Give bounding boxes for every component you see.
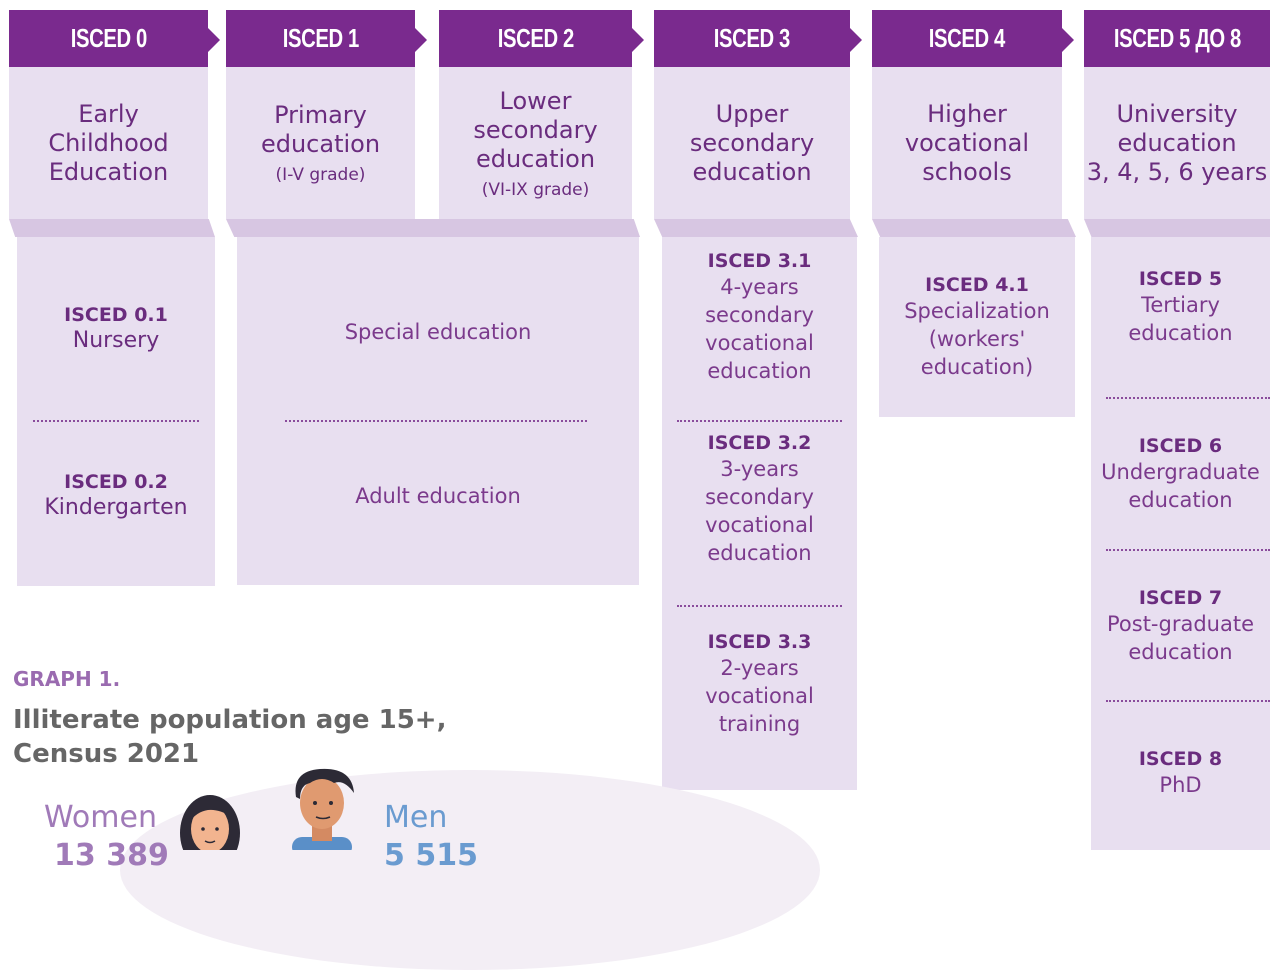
- panel-isced-4: ISCED 4.1 Specialization (workers' educa…: [879, 237, 1075, 417]
- special-education: Special education: [237, 237, 639, 427]
- level-title: Primary education: [260, 101, 381, 158]
- sub-level-desc: 3-years secondary vocational education: [705, 457, 814, 565]
- header-isced-5-8: ISCED 5 ДО 8: [1084, 10, 1270, 67]
- sub-level-code: ISCED 8: [1138, 748, 1223, 770]
- level-card-isced-1: Primary education (I-V grade): [226, 67, 415, 219]
- sub-level-code: ISCED 6: [1138, 435, 1223, 457]
- adult-education-label: Adult education: [355, 484, 521, 508]
- level-card-isced-5-8: University education 3, 4, 5, 6 years: [1084, 67, 1270, 219]
- divider: [1106, 700, 1270, 702]
- level-card-isced-2: Lower secondary education (VI-IX grade): [439, 67, 632, 219]
- sub-level-5: ISCED 5 Tertiary education: [1091, 267, 1270, 367]
- graph-title: Illiterate population age 15+, Census 20…: [13, 705, 447, 769]
- header-isced-1: ISCED 1: [226, 10, 415, 67]
- level-title: Higher vocational schools: [904, 99, 1030, 186]
- men-value: 5 515: [384, 838, 478, 873]
- sub-level-4-1: ISCED 4.1 Specialization (workers' educa…: [879, 237, 1075, 417]
- header-isced-4: ISCED 4: [872, 10, 1062, 67]
- band-isced-3: [654, 219, 858, 237]
- sub-level-desc: Specialization (workers' education): [904, 299, 1050, 379]
- arrow-icon: [850, 28, 862, 52]
- sub-level-code: ISCED 3.1: [707, 250, 812, 272]
- divider: [1106, 397, 1270, 399]
- arrow-icon: [1062, 28, 1074, 52]
- man-avatar-icon: [292, 768, 354, 850]
- band-isced-0: [9, 219, 215, 237]
- sub-level-3-3: ISCED 3.3 2-years vocational training: [662, 630, 857, 770]
- sub-level-code: ISCED 7: [1138, 587, 1223, 609]
- divider: [677, 605, 842, 607]
- sub-level-kindergarten: ISCED 0.2 Kindergarten: [17, 422, 215, 570]
- level-title: Lower secondary education: [473, 86, 598, 173]
- graph-label: GRAPH 1.: [13, 667, 121, 691]
- sub-level-desc: Kindergarten: [44, 495, 188, 520]
- panel-isced-3: ISCED 3.1 4-years secondary vocational e…: [662, 237, 857, 790]
- band-isced-5-8: [1084, 219, 1270, 237]
- divider: [285, 420, 587, 422]
- men-label: Men: [384, 800, 448, 835]
- level-title: University education 3, 4, 5, 6 years: [1086, 99, 1268, 186]
- level-card-isced-4: Higher vocational schools: [872, 67, 1062, 219]
- woman-avatar-icon: [180, 795, 240, 850]
- band-isced-1-2: [226, 219, 640, 237]
- sub-level-code: ISCED 0.2: [64, 471, 168, 493]
- sub-level-code: ISCED 0.1: [64, 303, 168, 326]
- header-isced-2: ISCED 2: [439, 10, 632, 67]
- level-subtitle: (VI-IX grade): [481, 179, 590, 200]
- sub-level-code: ISCED 4.1: [925, 274, 1029, 296]
- arrow-icon: [208, 28, 220, 52]
- sub-level-desc: 4-years secondary vocational education: [705, 275, 814, 383]
- sub-level-nursery: ISCED 0.1 Nursery: [17, 237, 215, 420]
- sub-level-desc: Undergraduate education: [1101, 460, 1260, 512]
- header-isced-3: ISCED 3: [654, 10, 850, 67]
- divider: [1106, 549, 1270, 551]
- women-value: 13 389: [54, 838, 169, 873]
- level-card-isced-3: Upper secondary education: [654, 67, 850, 219]
- level-subtitle: (I-V grade): [275, 165, 366, 185]
- sub-level-desc: Nursery: [72, 327, 160, 353]
- women-label: Women: [44, 800, 157, 835]
- panel-isced-0: ISCED 0.1 Nursery ISCED 0.2 Kindergarten: [17, 237, 215, 586]
- divider: [677, 420, 842, 422]
- sub-level-desc: 2-years vocational training: [705, 656, 814, 736]
- sub-level-8: ISCED 8 PhD: [1091, 747, 1270, 827]
- panel-isced-1-2: Special education Adult education: [237, 237, 639, 585]
- sub-level-code: ISCED 3.3: [707, 631, 812, 653]
- sub-level-6: ISCED 6 Undergraduate education: [1091, 434, 1270, 534]
- panel-isced-5-8: ISCED 5 Tertiary education ISCED 6 Under…: [1091, 237, 1270, 850]
- sub-level-desc: Post-graduate education: [1106, 612, 1254, 664]
- level-card-isced-0: Early Childhood Education: [9, 67, 208, 219]
- divider: [33, 420, 199, 422]
- sub-level-code: ISCED 3.2: [707, 432, 812, 454]
- sub-level-3-1: ISCED 3.1 4-years secondary vocational e…: [662, 249, 857, 419]
- sub-level-desc: Tertiary education: [1128, 293, 1233, 345]
- special-education-label: Special education: [344, 320, 532, 344]
- sub-level-code: ISCED 5: [1138, 268, 1223, 290]
- sub-level-3-2: ISCED 3.2 3-years secondary vocational e…: [662, 431, 857, 601]
- level-title: Early Childhood Education: [48, 99, 169, 186]
- adult-education: Adult education: [237, 422, 639, 570]
- sub-level-desc: PhD: [1159, 773, 1202, 797]
- arrow-icon: [632, 28, 644, 52]
- header-isced-0: ISCED 0: [9, 10, 208, 67]
- level-title: Upper secondary education: [689, 99, 815, 186]
- sub-level-7: ISCED 7 Post-graduate education: [1091, 586, 1270, 686]
- band-isced-4: [872, 219, 1076, 237]
- arrow-icon: [415, 28, 427, 52]
